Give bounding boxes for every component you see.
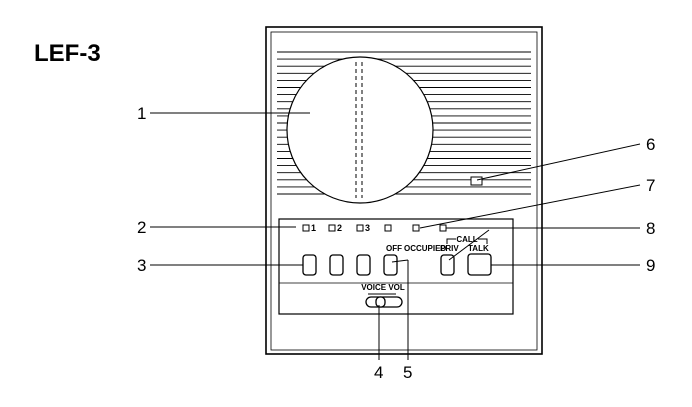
- station-button-2[interactable]: [329, 254, 344, 276]
- led-label: 2: [337, 223, 342, 233]
- leader-line-5a: [391, 259, 409, 263]
- led-occupied: [412, 224, 420, 232]
- leader-line-8b: [448, 229, 490, 261]
- model-title: LEF-3: [34, 40, 101, 67]
- led-1: [302, 224, 310, 232]
- talk-label: TALK: [468, 244, 489, 253]
- callout-1: 1: [137, 104, 146, 123]
- led-call: [439, 224, 447, 232]
- leader-line-6: [476, 143, 641, 181]
- priv-label: PRIV: [440, 244, 459, 253]
- led-label: 1: [311, 223, 316, 233]
- off-button[interactable]: [383, 254, 398, 276]
- indicator-lamp: [470, 176, 483, 186]
- housing-inner-outline: [270, 31, 538, 351]
- station-button-1[interactable]: [302, 254, 317, 276]
- volume-slider-knob[interactable]: [375, 296, 386, 308]
- speaker-circle: [286, 56, 434, 204]
- led-off: [384, 224, 392, 232]
- led-label: 3: [365, 223, 370, 233]
- priv-call-button[interactable]: [440, 254, 455, 276]
- callout-5: 5: [403, 363, 412, 382]
- leader-line-7: [419, 184, 641, 229]
- led-3: [356, 224, 364, 232]
- station-button-3[interactable]: [356, 254, 371, 276]
- callout-8: 8: [646, 219, 655, 238]
- callout-7: 7: [646, 176, 655, 195]
- housing-outline: [265, 26, 543, 355]
- call-label-bg: [456, 234, 478, 243]
- callout-4: 4: [374, 363, 383, 382]
- callout-2: 2: [137, 218, 146, 237]
- voice-vol-label: VOICE VOL: [361, 283, 405, 292]
- callout-6: 6: [646, 135, 655, 154]
- callout-9: 9: [646, 256, 655, 275]
- off-label: OFF: [386, 244, 402, 253]
- led-2: [328, 224, 336, 232]
- call-label: CALL: [456, 235, 477, 244]
- talk-button[interactable]: [467, 253, 492, 276]
- occupied-label: OCCUPIED: [404, 244, 446, 253]
- leader-lines: [150, 112, 641, 360]
- callout-3: 3: [137, 256, 146, 275]
